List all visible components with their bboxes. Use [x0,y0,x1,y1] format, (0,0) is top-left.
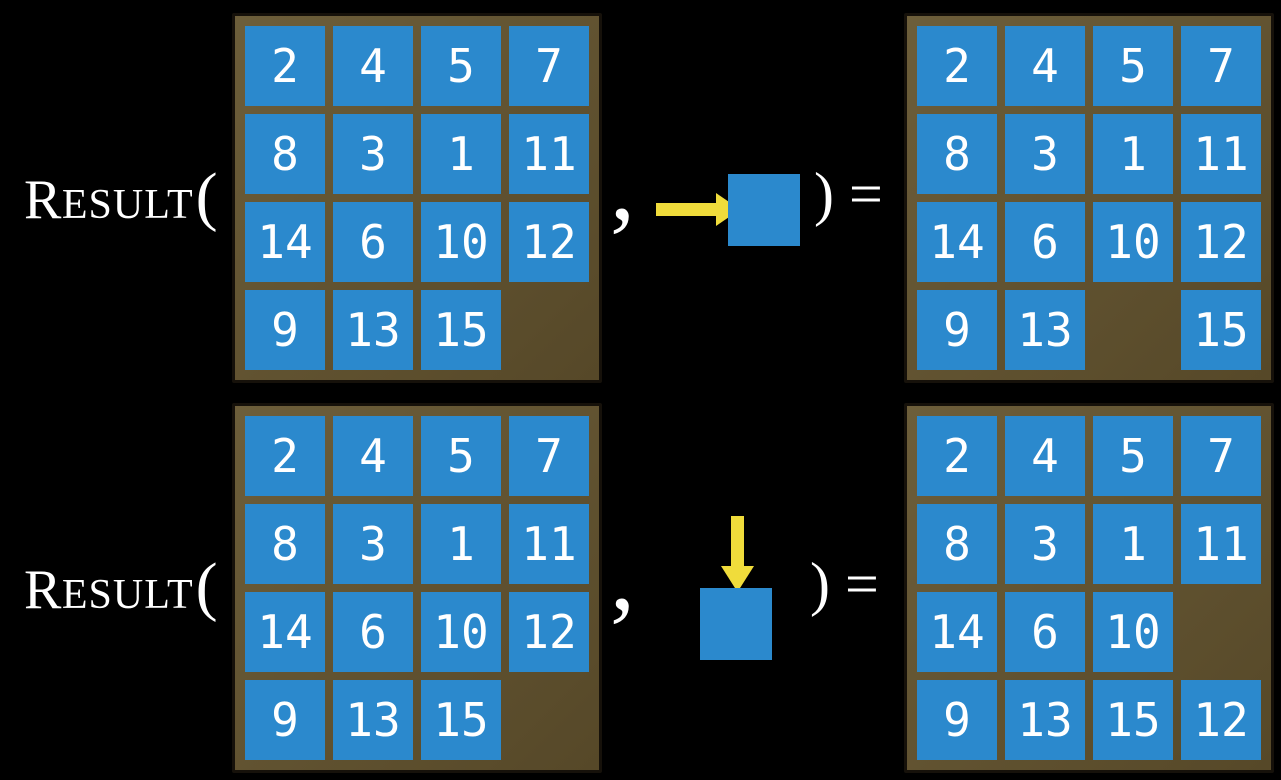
tile-3: 3 [1005,114,1085,194]
tile-12: 12 [1181,202,1261,282]
tile-2: 2 [245,416,325,496]
tile-10: 10 [421,202,501,282]
tile-14: 14 [245,592,325,672]
result-function-label: Result( [24,164,218,230]
tile-8: 8 [917,114,997,194]
tile-7: 7 [509,26,589,106]
tile-12: 12 [509,592,589,672]
open-paren: ( [195,160,219,233]
action-tile [728,174,800,246]
tile-1: 1 [1093,114,1173,194]
tile-7: 7 [1181,26,1261,106]
tile-8: 8 [917,504,997,584]
tile-8: 8 [245,114,325,194]
tile-10: 10 [1093,592,1173,672]
argument-comma: , [610,130,635,241]
close-paren-equals: ) = [810,551,879,617]
tile-1: 1 [421,504,501,584]
tile-15: 15 [421,680,501,760]
empty-cell [509,290,589,370]
tile-4: 4 [1005,26,1085,106]
tile-6: 6 [1005,592,1085,672]
tile-13: 13 [333,290,413,370]
tile-5: 5 [1093,26,1173,106]
tile-6: 6 [333,592,413,672]
tile-11: 11 [1181,114,1261,194]
tile-7: 7 [1181,416,1261,496]
tile-4: 4 [1005,416,1085,496]
tile-15: 15 [421,290,501,370]
close-paren-equals: ) = [814,161,883,227]
tile-5: 5 [421,26,501,106]
tile-4: 4 [333,416,413,496]
tile-11: 11 [1181,504,1261,584]
tile-7: 7 [509,416,589,496]
tile-2: 2 [917,26,997,106]
tile-14: 14 [917,592,997,672]
empty-cell [1181,592,1261,672]
tile-8: 8 [245,504,325,584]
tile-13: 13 [1005,680,1085,760]
open-paren: ( [195,550,219,623]
function-name-initial: R [24,169,62,231]
tile-10: 10 [1093,202,1173,282]
empty-cell [1093,290,1173,370]
tile-2: 2 [245,26,325,106]
tile-12: 12 [509,202,589,282]
tile-3: 3 [1005,504,1085,584]
tile-14: 14 [917,202,997,282]
function-name-rest: esult [61,572,194,618]
tile-15: 15 [1093,680,1173,760]
tile-9: 9 [917,290,997,370]
tile-5: 5 [421,416,501,496]
empty-cell [509,680,589,760]
action-tile [700,588,772,660]
tile-3: 3 [333,114,413,194]
tile-4: 4 [333,26,413,106]
tile-3: 3 [333,504,413,584]
tile-15: 15 [1181,290,1261,370]
tile-14: 14 [245,202,325,282]
result-function-label: Result( [24,554,218,620]
tile-1: 1 [1093,504,1173,584]
tile-13: 13 [333,680,413,760]
tile-13: 13 [1005,290,1085,370]
tile-12: 12 [1181,680,1261,760]
argument-comma: , [610,520,635,631]
tile-9: 9 [245,290,325,370]
tile-6: 6 [1005,202,1085,282]
tile-1: 1 [421,114,501,194]
arrow-down-icon [721,516,754,592]
function-name-rest: esult [61,182,194,228]
function-name-initial: R [24,559,62,621]
tile-10: 10 [421,592,501,672]
tile-11: 11 [509,114,589,194]
tile-2: 2 [917,416,997,496]
tile-9: 9 [245,680,325,760]
tile-9: 9 [917,680,997,760]
tile-11: 11 [509,504,589,584]
tile-5: 5 [1093,416,1173,496]
tile-6: 6 [333,202,413,282]
